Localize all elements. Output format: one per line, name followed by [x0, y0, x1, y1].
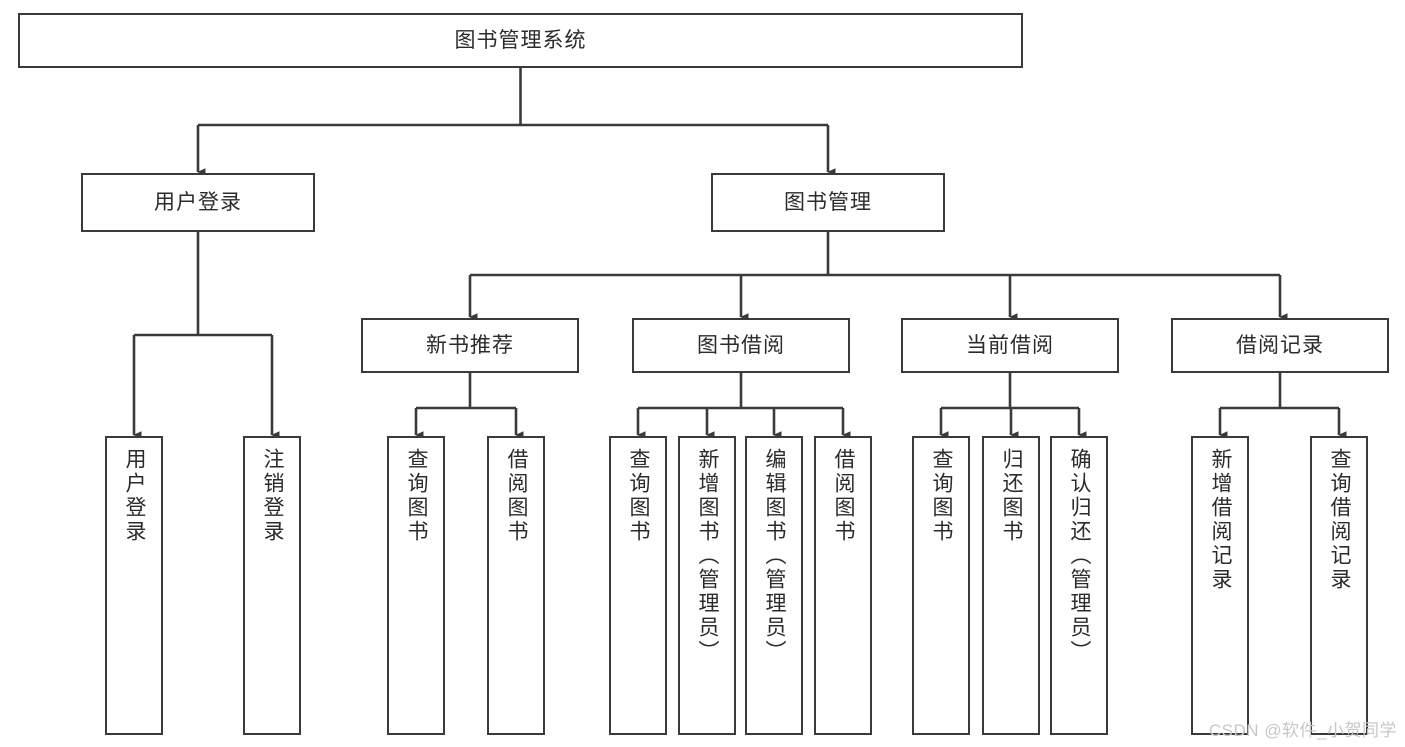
- node-leaf-query-book-c[interactable]: 查询图书: [912, 436, 970, 735]
- node-new-book-rec[interactable]: 新书推荐: [361, 318, 579, 373]
- node-leaf-confirm-return[interactable]: 确认归还（管理员）: [1050, 436, 1108, 735]
- node-leaf-user-login[interactable]: 用户登录: [105, 436, 163, 735]
- node-label: 查询图书: [405, 448, 429, 544]
- node-label: 新书推荐: [426, 333, 514, 357]
- node-leaf-add-record[interactable]: 新增借阅记录: [1191, 436, 1249, 735]
- node-label: 归还图书: [1000, 448, 1024, 544]
- node-label: 新增借阅记录: [1209, 448, 1233, 592]
- node-label: 编辑图书（管理员）: [763, 448, 787, 664]
- node-leaf-query-book-b[interactable]: 查询图书: [609, 436, 667, 735]
- node-label: 确认归还（管理员）: [1068, 448, 1092, 664]
- node-book-borrow[interactable]: 图书借阅: [632, 318, 850, 373]
- node-label: 当前借阅: [966, 333, 1054, 357]
- node-label: 用户登录: [123, 448, 147, 544]
- node-label: 图书管理: [784, 190, 872, 214]
- node-label: 用户登录: [154, 190, 242, 214]
- node-leaf-query-record[interactable]: 查询借阅记录: [1310, 436, 1368, 735]
- node-leaf-return-book[interactable]: 归还图书: [982, 436, 1040, 735]
- node-borrow-record[interactable]: 借阅记录: [1171, 318, 1389, 373]
- node-label: 借阅图书: [505, 448, 529, 544]
- node-user-login[interactable]: 用户登录: [81, 173, 315, 232]
- node-leaf-logout[interactable]: 注销登录: [243, 436, 301, 735]
- node-leaf-borrow-book-b[interactable]: 借阅图书: [814, 436, 872, 735]
- node-label: 图书借阅: [697, 333, 785, 357]
- node-current-borrow[interactable]: 当前借阅: [901, 318, 1119, 373]
- node-label: 注销登录: [261, 448, 285, 544]
- node-label: 借阅图书: [832, 448, 856, 544]
- node-label: 新增图书（管理员）: [696, 448, 720, 664]
- node-label: 借阅记录: [1236, 333, 1324, 357]
- node-leaf-add-book[interactable]: 新增图书（管理员）: [678, 436, 736, 735]
- node-leaf-query-book-rec[interactable]: 查询图书: [387, 436, 445, 735]
- node-root[interactable]: 图书管理系统: [18, 13, 1023, 68]
- node-label: 查询借阅记录: [1328, 448, 1352, 592]
- node-leaf-borrow-book-rec[interactable]: 借阅图书: [487, 436, 545, 735]
- node-leaf-edit-book[interactable]: 编辑图书（管理员）: [745, 436, 803, 735]
- node-label: 图书管理系统: [454, 28, 587, 52]
- watermark: CSDN @软件_小贺同学: [1208, 721, 1397, 740]
- node-label: 查询图书: [930, 448, 954, 544]
- node-book-manage[interactable]: 图书管理: [711, 173, 945, 232]
- node-label: 查询图书: [627, 448, 651, 544]
